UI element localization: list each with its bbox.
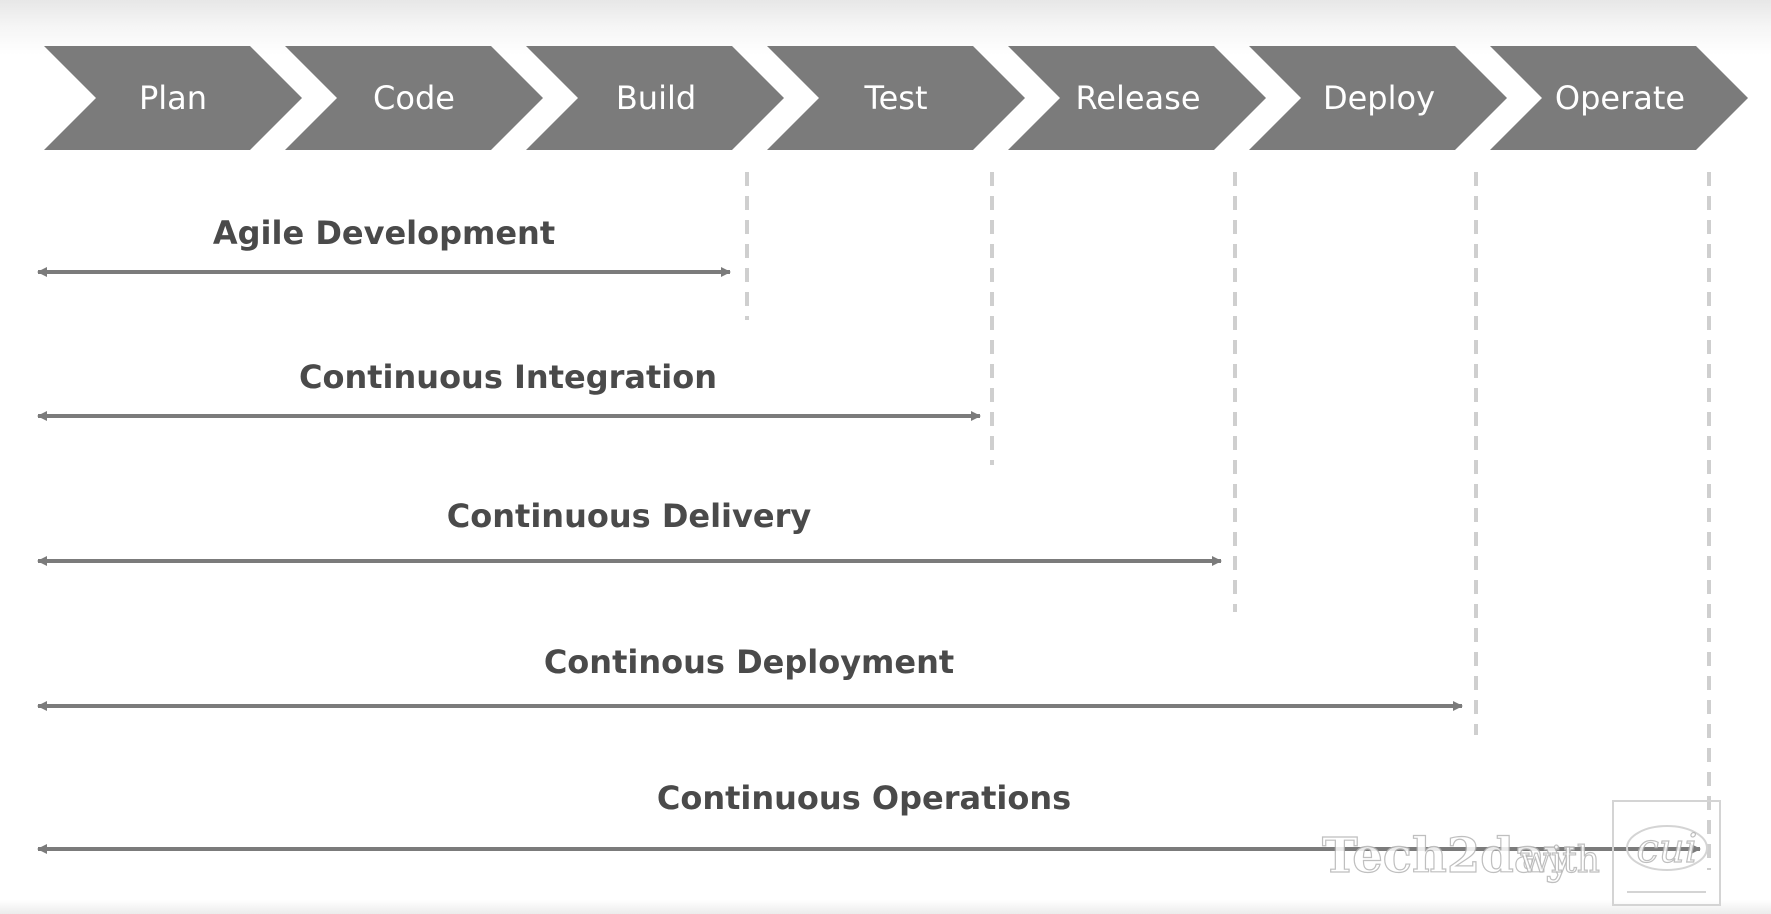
range-label-continous-deployment: Continous Deployment — [544, 643, 954, 681]
stage-chevron-build: Build — [526, 46, 784, 150]
range-label-agile-development: Agile Development — [213, 214, 555, 252]
stage-shape — [767, 46, 1025, 150]
stage-label-deploy: Deploy — [1323, 79, 1435, 117]
stage-shape — [1490, 46, 1748, 150]
range-continuous-integration: Continuous Integration — [37, 358, 981, 421]
stage-shape — [1249, 46, 1507, 150]
stage-label-plan: Plan — [139, 79, 207, 117]
range-continuous-operations: Continuous Operations — [37, 779, 1701, 854]
stage-label-build: Build — [616, 79, 696, 117]
range-label-continuous-operations: Continuous Operations — [657, 779, 1071, 817]
stage-shape — [1008, 46, 1266, 150]
stage-chevron-operate: Operate — [1490, 46, 1748, 150]
watermark-logo-text: cui — [1637, 826, 1698, 872]
stage-shape — [285, 46, 543, 150]
range-label-continuous-integration: Continuous Integration — [299, 358, 717, 396]
watermark: Tech2day with cui — [1321, 800, 1721, 906]
range-agile-development: Agile Development — [37, 214, 731, 277]
stage-chevron-plan: Plan — [44, 46, 302, 150]
stage-chevron-bar: Plan Code Build Test Release Deploy — [44, 46, 1748, 150]
stage-chevron-deploy: Deploy — [1249, 46, 1507, 150]
stage-boundary-lines — [745, 172, 1711, 870]
stage-label-release: Release — [1075, 79, 1200, 117]
stage-label-test: Test — [863, 79, 927, 117]
stage-shape — [526, 46, 784, 150]
stage-label-operate: Operate — [1555, 79, 1685, 117]
range-rows: Agile Development Continuous Integration… — [37, 214, 1701, 854]
range-label-continuous-delivery: Continuous Delivery — [447, 497, 812, 535]
watermark-logo-box — [1612, 800, 1721, 906]
stage-label-code: Code — [373, 79, 455, 117]
stage-chevron-test: Test — [767, 46, 1025, 150]
stage-chevron-code: Code — [285, 46, 543, 150]
watermark-brand: Tech2day — [1322, 828, 1575, 884]
range-continuous-delivery: Continuous Delivery — [37, 497, 1222, 566]
watermark-joiner: with — [1520, 840, 1600, 881]
range-continous-deployment: Continous Deployment — [37, 643, 1463, 711]
stage-shape — [44, 46, 302, 150]
watermark-logo-swoosh — [1626, 825, 1708, 871]
stage-chevron-release: Release — [1008, 46, 1266, 150]
